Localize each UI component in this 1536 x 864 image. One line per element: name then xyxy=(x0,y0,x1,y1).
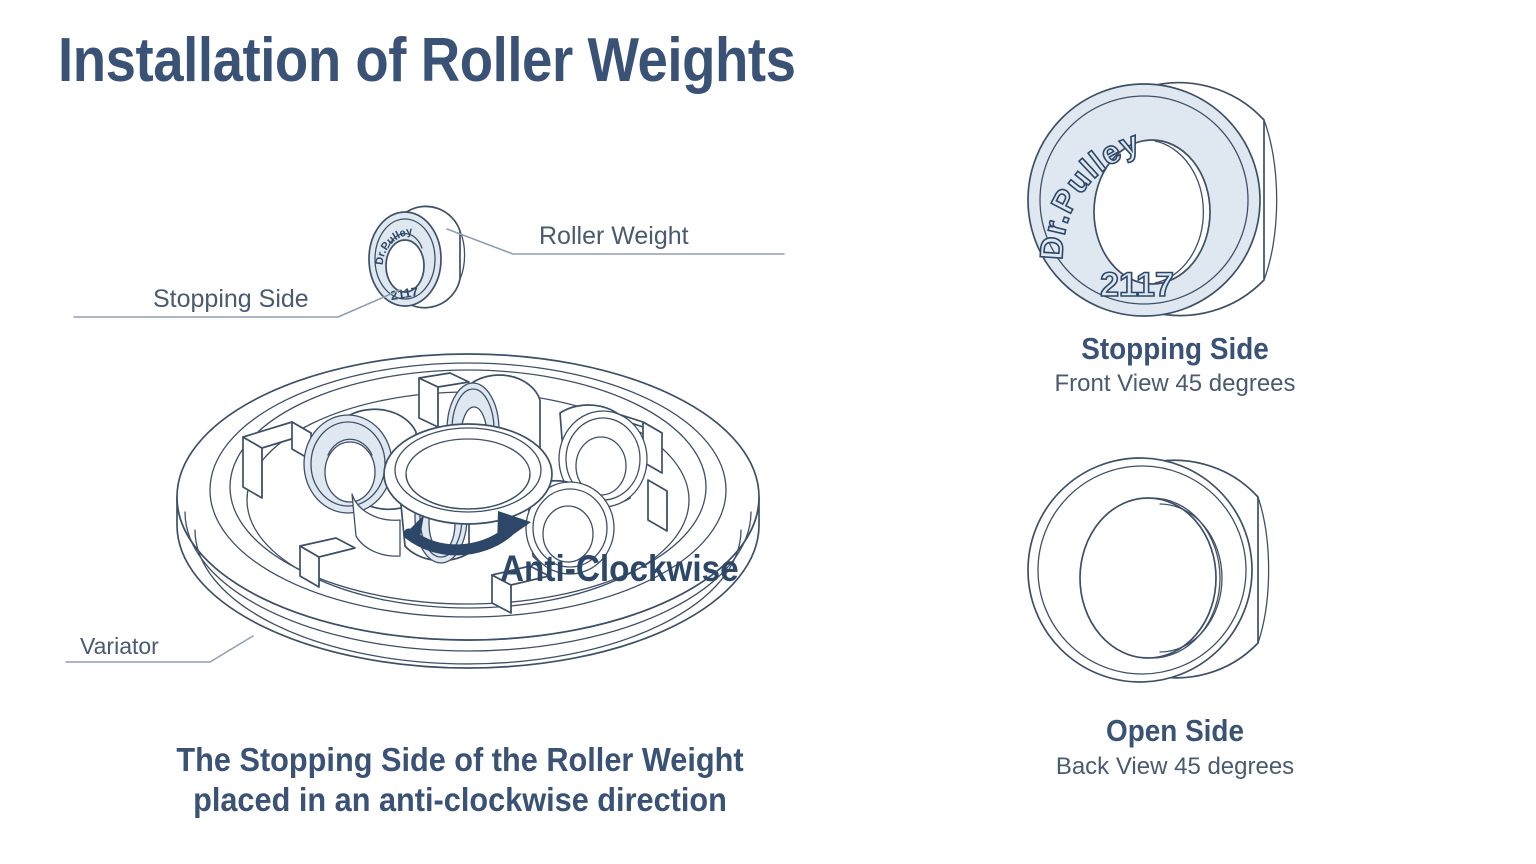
svg-text:Dr.Pulley: Dr.Pulley xyxy=(374,225,414,265)
open-side-subheading: Back View 45 degrees xyxy=(1055,753,1295,780)
page-title: Installation of Roller Weights xyxy=(58,26,796,95)
variator-assembly xyxy=(176,353,760,669)
variator-roller xyxy=(446,374,541,479)
variator-hub xyxy=(383,423,553,525)
svg-text:2117: 2117 xyxy=(1100,266,1174,304)
roller-weight-detail xyxy=(368,205,466,309)
variator-roller xyxy=(558,404,648,508)
stopping-side-view xyxy=(1027,81,1278,317)
roller-detail-marking: Dr.Pulley 2117 xyxy=(374,225,420,303)
variator-roller xyxy=(303,408,417,514)
callout-variator: Variator xyxy=(80,633,159,659)
stopping-side-subheading: Front View 45 degrees xyxy=(1054,370,1296,397)
stopping-side-marking: Dr.Pulley 2117 xyxy=(1032,123,1174,305)
open-side-view xyxy=(1027,457,1270,683)
callout-stopping-side: Stopping Side xyxy=(153,285,309,313)
variator-roller xyxy=(351,493,401,557)
caption-line-1: The Stopping Side of the Roller Weight xyxy=(176,741,744,778)
caption-line-2: placed in an anti-clockwise direction xyxy=(193,781,727,819)
stopping-side-heading: Stopping Side xyxy=(1081,331,1269,366)
anti-clockwise-arrow xyxy=(403,511,531,556)
rotation-direction-label: Anti-Clockwise xyxy=(500,548,739,589)
variator-roller xyxy=(397,464,470,564)
svg-text:Dr.Pulley: Dr.Pulley xyxy=(1033,123,1144,260)
callout-roller-weight: Roller Weight xyxy=(539,222,689,250)
open-side-heading: Open Side xyxy=(1106,713,1244,748)
svg-text:2117: 2117 xyxy=(389,284,419,303)
